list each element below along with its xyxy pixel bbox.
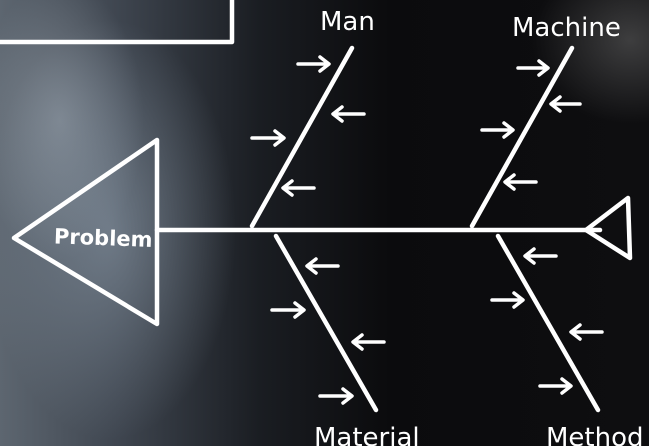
- bone-method: [498, 236, 598, 410]
- category-label-machine: Machine: [512, 13, 621, 43]
- arrow-right-icon: [540, 379, 571, 393]
- board-frame-corner: [0, 0, 232, 42]
- arrow-left-icon: [505, 175, 536, 189]
- bone-machine: [472, 48, 572, 226]
- problem-label: Problem: [54, 224, 153, 251]
- arrow-right-icon: [518, 61, 548, 75]
- arrow-right-icon: [482, 123, 513, 137]
- arrow-right-icon: [272, 303, 304, 317]
- arrow-left-icon: [333, 107, 364, 121]
- category-label-man: Man: [320, 7, 375, 37]
- bone-material: [276, 236, 376, 410]
- arrow-left-icon: [551, 97, 580, 111]
- arrow-left-icon: [353, 335, 384, 349]
- arrow-right-icon: [298, 57, 329, 71]
- arrow-left-icon: [571, 325, 602, 339]
- arrow-right-icon: [492, 293, 523, 307]
- arrow-left-icon: [307, 259, 338, 273]
- category-label-method: Method: [546, 423, 644, 446]
- arrow-left-icon: [525, 249, 556, 263]
- category-label-material: Material: [314, 423, 420, 446]
- arrow-left-icon: [283, 181, 314, 195]
- arrow-right-icon: [320, 389, 352, 403]
- arrow-right-icon: [252, 131, 284, 145]
